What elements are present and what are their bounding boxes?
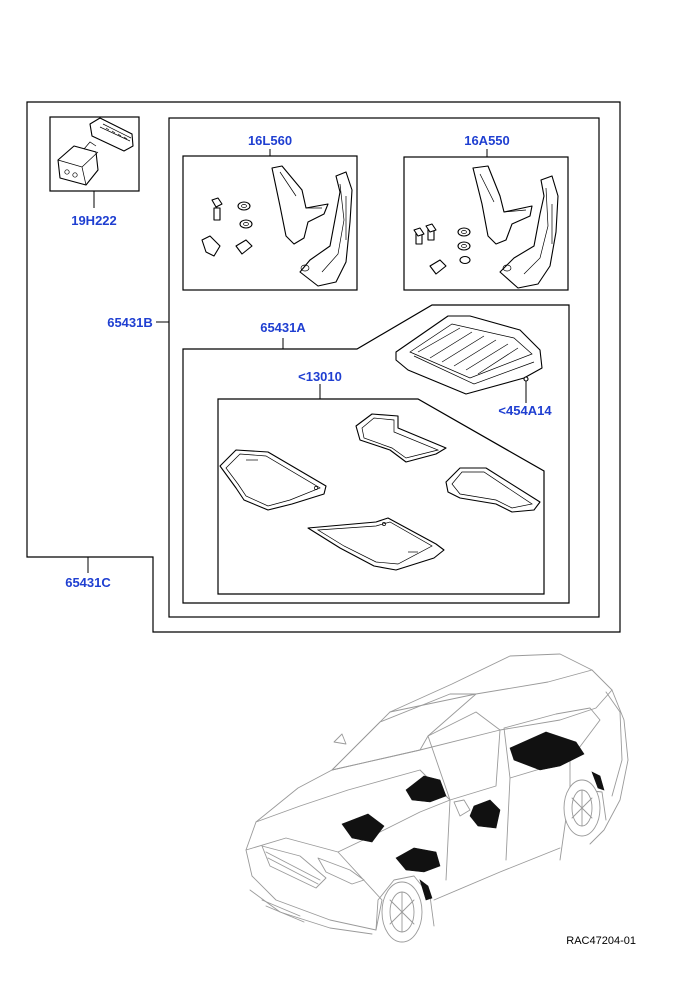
box-16A550: [403, 156, 569, 291]
vehicle-mat-rear-right: [395, 847, 441, 873]
frame-65431C: [26, 101, 621, 633]
part-16A550-flaps: [413, 165, 559, 289]
vehicle-mud-flap-front: [419, 879, 433, 901]
callout-16L560: 16L560: [248, 133, 292, 148]
vehicle-mud-flap-rear: [591, 771, 605, 791]
vehicle-mat-rear-left: [469, 799, 501, 829]
callout-65431C: 65431C: [65, 575, 111, 590]
callout-16A550: 16A550: [464, 133, 510, 148]
frame-65431A: [182, 304, 570, 604]
vehicle-illustration: [245, 653, 629, 943]
vehicle-mat-front-left: [405, 775, 447, 803]
part-cargo-liner: [395, 315, 543, 395]
part-19H222-module: [57, 117, 134, 186]
part-floor-mats: [219, 413, 541, 571]
callout-454A14: <454A14: [498, 403, 552, 418]
frame-65431B: [168, 117, 600, 618]
callout-13010: <13010: [298, 369, 342, 384]
reference-number: RAC47204-01: [566, 935, 636, 947]
callout-19H222: 19H222: [71, 213, 117, 228]
callout-65431B: 65431B: [107, 315, 153, 330]
frame-13010: [217, 398, 545, 595]
vehicle-mat-front-right: [341, 813, 385, 843]
part-16L560-flaps: [201, 165, 353, 287]
vehicle-cargo-liner: [509, 731, 585, 771]
callout-65431A: 65431A: [260, 320, 306, 335]
